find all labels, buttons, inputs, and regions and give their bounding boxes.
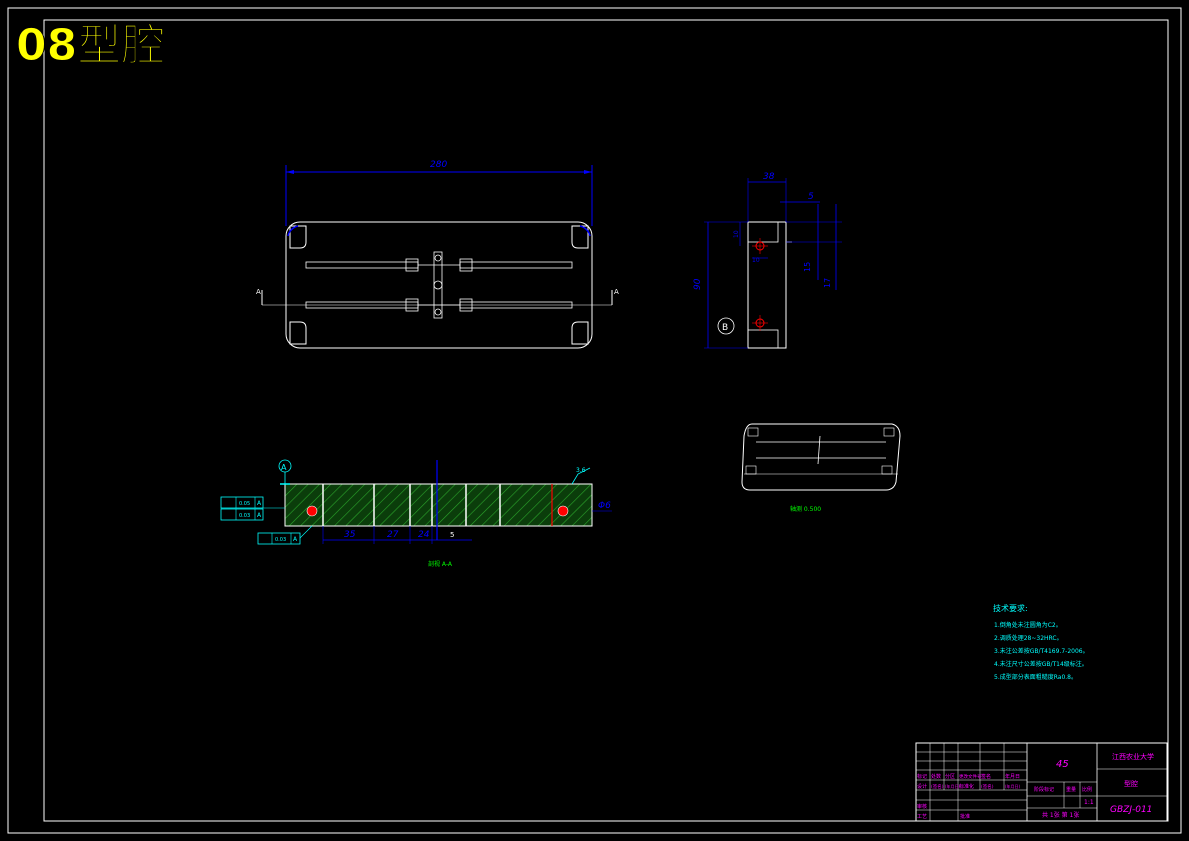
row-a-label-4: 更改文件号 xyxy=(959,773,982,780)
section-hatched-body xyxy=(284,483,593,527)
stage-label-3: 比例 xyxy=(1082,786,1092,793)
perp-value: 0.03 xyxy=(275,537,286,543)
row-a-label-5: 签名 xyxy=(981,773,991,780)
scale-value: 1:1 xyxy=(1084,799,1094,806)
stage-label-2: 重量 xyxy=(1066,786,1076,793)
dim-overall-length: 280 xyxy=(430,160,447,170)
dim-step: 5 xyxy=(808,192,814,202)
row-a-label-1: 标记 xyxy=(917,773,927,780)
iso-caption: 轴测 0.500 xyxy=(790,505,821,513)
datum-letter: A xyxy=(281,463,287,472)
row-a-label-6: 年月日 xyxy=(1005,773,1020,780)
plan-view: 280 A A xyxy=(256,160,619,349)
perp-frame: 0.03 A xyxy=(257,532,301,545)
dim-height: 90 xyxy=(693,278,703,290)
row-b-label-4: 标准化 xyxy=(959,783,974,790)
parallel-datum: A xyxy=(257,512,262,519)
row-a-label-2: 处数 xyxy=(931,773,941,780)
title-block: 标记 处数 分区 更改文件号 签名 年月日 设计 (签名) (年月日) 标准化 … xyxy=(915,742,1168,822)
plan-plate-outline xyxy=(285,221,593,349)
section-view: A 3.6 Φ6 35 27 24 5 0.05 A 0.03 xyxy=(220,459,612,568)
flatness-frame: 0.05 A xyxy=(220,496,264,509)
section-caption: 剖视 A-A xyxy=(428,560,453,568)
footer-label-2: 工艺 xyxy=(917,814,927,820)
side-view-outline xyxy=(747,221,787,349)
parallel-value: 0.03 xyxy=(239,513,250,519)
dim-width: 38 xyxy=(763,172,775,182)
iso-view: 轴测 0.500 xyxy=(741,423,901,513)
dim-hole-offset: 10 xyxy=(733,230,740,238)
tech-item-1: 1.倒角处未注圆角为C2。 xyxy=(994,621,1062,629)
section-mark-right: A xyxy=(614,288,619,296)
tech-item-2: 2.调质处理28~32HRC。 xyxy=(994,634,1063,642)
stage-label-1: 阶段标记 xyxy=(1034,786,1054,793)
dim-phi6: Φ6 xyxy=(598,501,611,511)
dim-24: 24 xyxy=(418,530,430,540)
banner-title: 08型腔 xyxy=(16,20,165,71)
view-marker: B xyxy=(722,323,728,333)
tech-heading: 技术要求: xyxy=(993,603,1028,613)
dim-hole-small: 10 xyxy=(752,257,760,264)
inner-frame xyxy=(43,19,1169,822)
footer-label-3: 批准 xyxy=(960,813,970,820)
side-view: 38 5 90 10 10 15 17 B xyxy=(693,172,842,349)
iso-outline xyxy=(741,423,901,491)
sheet-text: 共 1张 第 1张 xyxy=(1042,811,1079,819)
row-b-label-2: (签名) xyxy=(931,783,944,790)
drawing-number: GBZJ-011 xyxy=(1110,805,1152,815)
row-a-label-3: 分区 xyxy=(945,773,955,780)
dim-17: 17 xyxy=(823,278,832,288)
dim-27: 27 xyxy=(387,530,399,540)
tech-requirements: 技术要求: 1.倒角处未注圆角为C2。 2.调质处理28~32HRC。 3.未注… xyxy=(993,603,1089,681)
row-b-label-6: (年月日) xyxy=(1005,783,1021,789)
row-b-label-1: 设计 xyxy=(917,783,927,790)
tech-item-4: 4.未注尺寸公差按GB/T14级标注。 xyxy=(994,660,1088,668)
school-name: 江西农业大学 xyxy=(1112,752,1154,761)
roughness-value: 3.6 xyxy=(576,467,586,474)
parallel-frame: 0.03 A xyxy=(220,508,264,521)
section-mark-left: A xyxy=(256,288,261,296)
row-b-label-3: (年月日) xyxy=(945,783,961,789)
dim-15: 15 xyxy=(803,262,812,272)
row-b-label-5: (签名) xyxy=(981,783,994,790)
material: 45 xyxy=(1056,759,1069,770)
perp-datum: A xyxy=(293,536,298,543)
outer-frame xyxy=(7,7,1182,834)
tech-item-3: 3.未注公差按GB/T4169.7-2006。 xyxy=(994,647,1089,655)
part-name: 型腔 xyxy=(1124,779,1138,788)
dim-35: 35 xyxy=(344,530,356,540)
dim-5: 5 xyxy=(450,531,454,539)
footer-label-1: 审核 xyxy=(917,803,927,810)
flatness-datum: A xyxy=(257,500,262,507)
flatness-value: 0.05 xyxy=(239,501,250,507)
tech-item-5: 5.成型部分表面粗糙度Ra0.8。 xyxy=(994,673,1077,681)
